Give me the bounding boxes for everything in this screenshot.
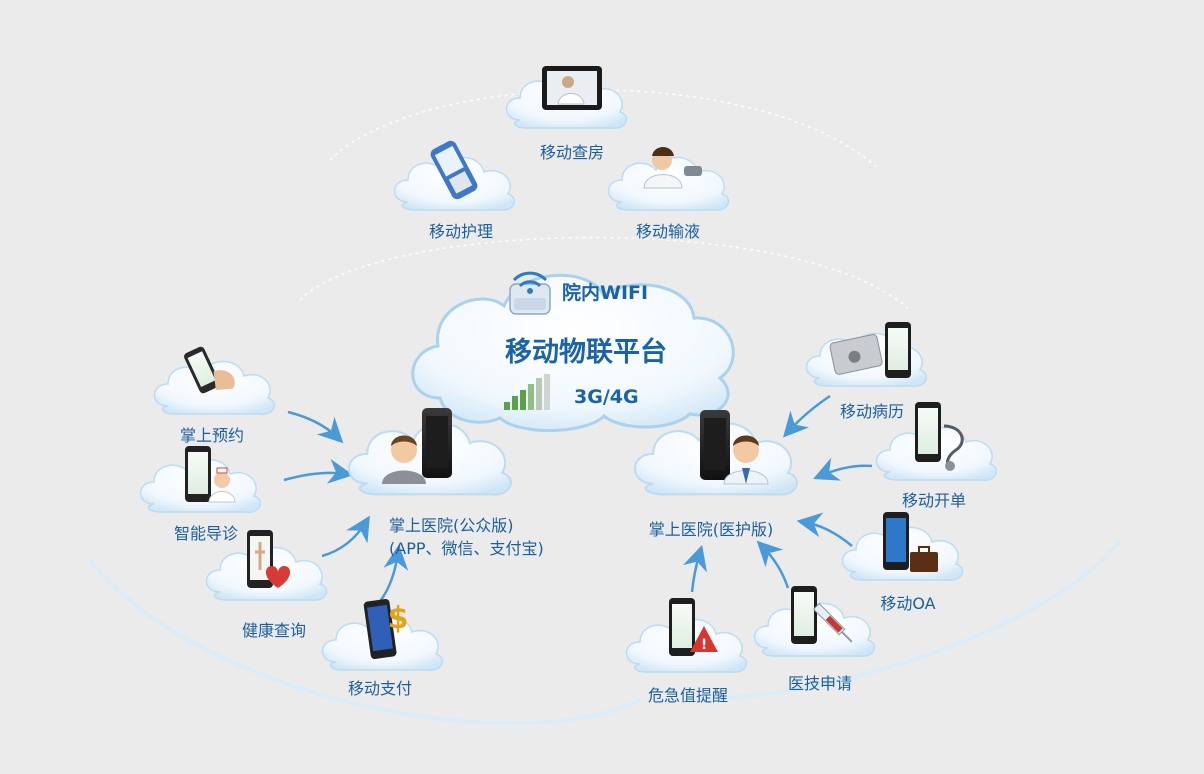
arrow-health: [322, 522, 366, 556]
arrow-medical-record: [788, 396, 830, 432]
arrow-tech-request: [762, 546, 788, 588]
ward-round-tablet-icon: [542, 66, 602, 110]
network-label: 3G/4G: [574, 386, 639, 408]
prescription-phone-icon: [915, 402, 941, 462]
node-label-ward-round: 移动查房: [540, 139, 604, 163]
arrow-oa: [804, 522, 852, 546]
staff-hub-phone-icon: [700, 410, 730, 480]
node-label-guide: 智能导诊: [174, 520, 238, 544]
svg-text:!: !: [701, 637, 707, 653]
node-label-payment: 移动支付: [348, 675, 412, 699]
dollar-icon: $: [388, 601, 409, 636]
wifi-label: 院内WIFI: [562, 278, 648, 305]
public-hub-phone-icon: [422, 408, 452, 478]
node-label-tech-request: 医技申请: [788, 670, 852, 694]
arrow-appointment: [288, 412, 338, 438]
oa-phone-icon: [883, 512, 909, 570]
hub-label-public-line1: 掌上医院(公众版): [389, 512, 514, 536]
critical-alert-phone-icon: [669, 598, 695, 656]
node-label-critical-alert: 危急值提醒: [648, 682, 728, 706]
guide-phone-icon: [185, 446, 211, 502]
platform-title: 移动物联平台: [505, 330, 667, 369]
medical-record-phone-icon: [885, 322, 911, 378]
tech-request-phone-icon: [791, 586, 817, 644]
node-label-nursing: 移动护理: [429, 218, 493, 242]
node-label-medical-record: 移动病历: [840, 398, 904, 422]
svg-text:$: $: [388, 601, 409, 636]
arrow-prescription: [820, 466, 872, 476]
arrow-guide: [284, 473, 346, 480]
arrow-critical-alert: [692, 552, 700, 592]
arrow-payment: [378, 552, 398, 604]
node-label-health-query: 健康查询: [242, 617, 306, 641]
hub-label-public-line2: (APP、微信、支付宝): [389, 535, 544, 559]
hub-label-staff: 掌上医院(医护版): [649, 516, 774, 540]
node-label-oa: 移动OA: [880, 590, 935, 614]
node-label-prescription: 移动开单: [902, 487, 966, 511]
node-label-appointment: 掌上预约: [180, 422, 244, 446]
wifi-icon: [510, 273, 550, 314]
node-label-infusion: 移动输液: [636, 218, 700, 242]
